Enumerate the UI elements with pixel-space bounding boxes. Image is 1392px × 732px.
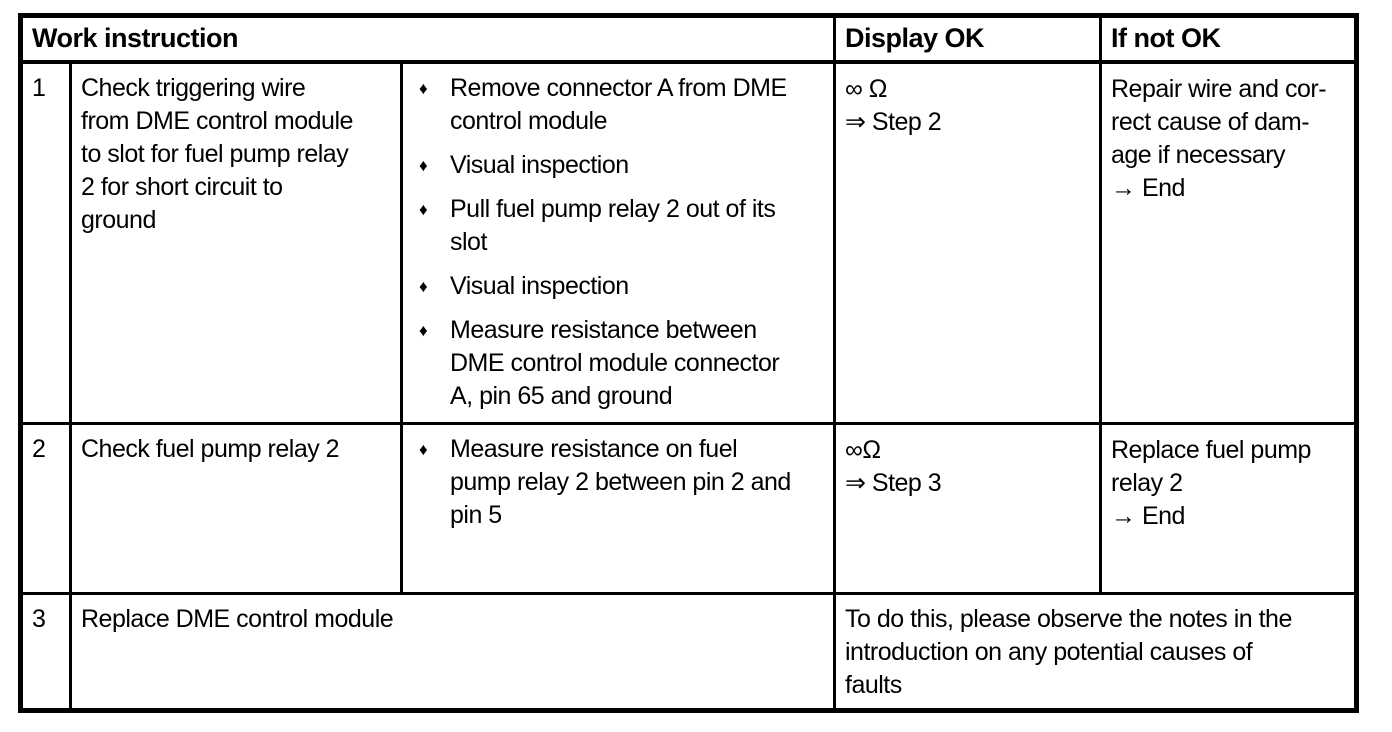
action-item: ♦ Pull fuel pump relay 2 out of its slot [419, 193, 827, 259]
table-row-step-2: 2 Check fuel pump relay 2 ♦ Measure resi… [19, 422, 1358, 595]
table-header-row: Work instruction Display OK If not OK [19, 14, 1358, 64]
action-text: Visual inspection [450, 150, 629, 179]
bullet-diamond-icon: ♦ [419, 320, 428, 340]
bullet-diamond-icon: ♦ [419, 155, 428, 175]
step-number: 2 [19, 422, 72, 595]
step-number: 1 [19, 60, 72, 425]
if-not-ok-cell: Repair wire and cor- rect cause of dam- … [1099, 60, 1358, 425]
bullet-diamond-icon: ♦ [419, 276, 428, 296]
step-number: 3 [19, 592, 72, 712]
action-list: ♦ Remove connector A from DME control mo… [400, 60, 836, 425]
action-item: ♦ Measure resistance between DME control… [419, 314, 827, 413]
action-text: Measure resistance between DME control m… [450, 315, 780, 410]
action-item: ♦ Visual inspection [419, 270, 827, 303]
display-ok-cell: ∞Ω ⇒ Step 3 [833, 422, 1102, 595]
header-if-not-ok: If not OK [1099, 14, 1358, 64]
action-text: Remove connector A from DME control modu… [450, 73, 787, 135]
bullet-diamond-icon: ♦ [419, 78, 428, 98]
task-description: Check triggering wire from DME control m… [69, 60, 403, 425]
bullet-diamond-icon: ♦ [419, 440, 428, 459]
table-row-step-3: 3 Replace DME control module To do this,… [19, 592, 1358, 712]
action-text: Pull fuel pump relay 2 out of its slot [450, 194, 776, 256]
action-text: Measure resistance on fuel pump relay 2 … [450, 435, 791, 529]
diagnostic-work-instruction-table: Work instruction Display OK If not OK 1 … [18, 13, 1359, 713]
table-row-step-1: 1 Check triggering wire from DME control… [19, 60, 1358, 425]
header-work-instruction: Work instruction [19, 14, 836, 64]
display-ok-cell: ∞ Ω ⇒ Step 2 [833, 60, 1102, 425]
bullet-diamond-icon: ♦ [419, 199, 428, 219]
action-item: ♦ Visual inspection [419, 149, 827, 182]
note-cell: To do this, please observe the notes in … [833, 592, 1358, 712]
if-not-ok-cell: Replace fuel pump relay 2 → End [1099, 422, 1358, 595]
action-item: ♦ Measure resistance on fuel pump relay … [419, 433, 827, 532]
header-display-ok: Display OK [833, 14, 1102, 64]
action-item: ♦ Remove connector A from DME control mo… [419, 72, 827, 138]
action-list: ♦ Measure resistance on fuel pump relay … [400, 422, 836, 595]
task-description: Replace DME control module [69, 592, 836, 712]
action-text: Visual inspection [450, 271, 629, 300]
task-description: Check fuel pump relay 2 [69, 422, 403, 595]
